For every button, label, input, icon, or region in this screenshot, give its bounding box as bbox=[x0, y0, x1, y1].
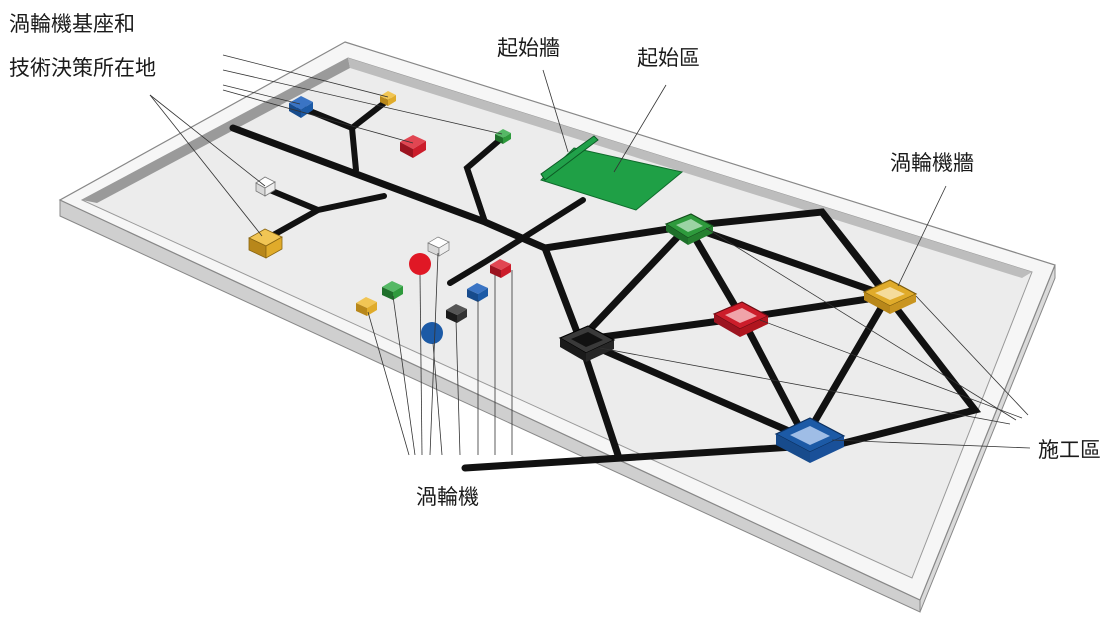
base-green-top bbox=[495, 129, 511, 144]
construction-green bbox=[664, 213, 715, 245]
turbine-green bbox=[382, 281, 403, 300]
leader-turbine-1 bbox=[367, 311, 410, 456]
label-construction-area: 施工區 bbox=[1038, 438, 1101, 462]
base-white bbox=[255, 176, 276, 197]
turbine-red bbox=[490, 259, 511, 278]
label-start-area: 起始區 bbox=[637, 46, 700, 70]
board bbox=[58, 41, 1056, 613]
label-start-wall: 起始牆 bbox=[497, 36, 560, 60]
turbine-bases bbox=[248, 91, 511, 259]
label-turbine: 渦輪機 bbox=[416, 485, 479, 509]
construction-areas bbox=[558, 213, 918, 463]
leader-base-3 bbox=[222, 84, 301, 105]
turbine-white bbox=[427, 236, 450, 257]
base-blue bbox=[289, 96, 313, 118]
track-branch-white bbox=[262, 185, 387, 241]
leader-start-wall bbox=[542, 69, 569, 153]
leader-base-4 bbox=[222, 89, 414, 144]
board-surface bbox=[80, 57, 1033, 579]
construction-red bbox=[712, 301, 770, 337]
leader-turbine-2 bbox=[392, 295, 416, 456]
leader-construction-5 bbox=[831, 439, 1031, 449]
turbine-blue-ball bbox=[421, 322, 443, 344]
leader-lines bbox=[149, 54, 1031, 456]
board-inner-wall-top bbox=[348, 58, 1032, 278]
base-red bbox=[400, 135, 426, 158]
leader-turbine-wall bbox=[897, 185, 947, 287]
leader-base-6 bbox=[149, 94, 263, 237]
construction-blue bbox=[774, 417, 846, 463]
leader-construction-1 bbox=[915, 295, 1029, 416]
track-branch-yellow-top bbox=[349, 97, 391, 131]
track-start-link bbox=[447, 197, 586, 286]
leader-turbine-6 bbox=[455, 319, 461, 456]
leader-construction-2 bbox=[759, 319, 1023, 419]
leader-base-1 bbox=[222, 54, 389, 98]
label-turbine-base-line1: 渦輪機基座和 bbox=[9, 12, 135, 36]
leader-turbine-5 bbox=[432, 342, 443, 456]
track-net-1 bbox=[461, 208, 982, 472]
leader-base-2 bbox=[222, 69, 503, 135]
construction-black bbox=[558, 325, 616, 362]
turbine-blue bbox=[467, 283, 488, 302]
turbine-red-ball bbox=[409, 253, 431, 275]
construction-yellow bbox=[862, 279, 918, 314]
start-zone bbox=[540, 135, 684, 211]
leader-construction-4 bbox=[599, 347, 1011, 425]
board-inner-wall-left bbox=[82, 58, 350, 203]
turbines bbox=[356, 236, 511, 344]
base-yellow-large bbox=[248, 228, 283, 259]
leader-construction-3 bbox=[705, 227, 1017, 421]
base-yellow-top bbox=[380, 91, 396, 106]
turbine-black bbox=[446, 304, 467, 323]
leader-turbine-3 bbox=[419, 274, 423, 456]
leader-start-area bbox=[613, 84, 667, 173]
turbine-yellow bbox=[356, 297, 377, 316]
leader-base-5 bbox=[149, 94, 266, 187]
label-turbine-base-line2: 技術決策所在地 bbox=[9, 56, 156, 80]
track-branch-green-top bbox=[463, 135, 505, 225]
label-turbine-wall: 渦輪機牆 bbox=[890, 151, 974, 175]
start-wall bbox=[540, 135, 599, 181]
